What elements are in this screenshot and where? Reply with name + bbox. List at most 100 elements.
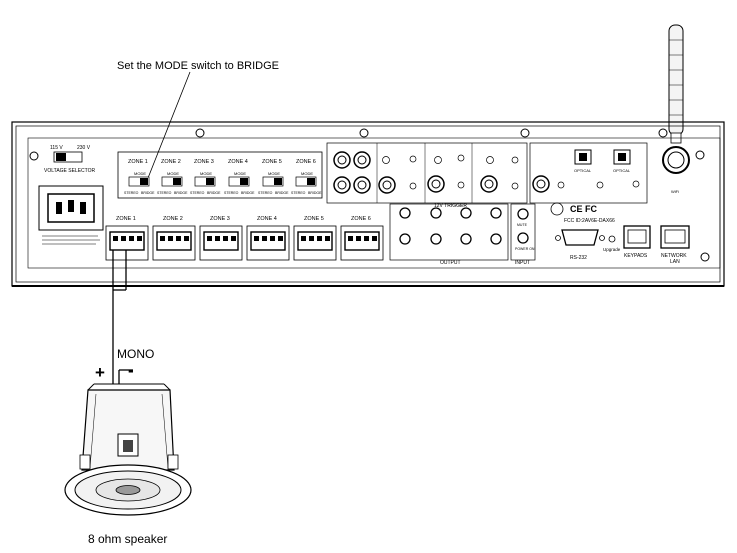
rca-input-block (326, 142, 528, 204)
wifi-antenna-connector[interactable]: WiFi (662, 146, 690, 194)
optical-input-block (529, 142, 648, 204)
voltage-230-label: 230 V (77, 145, 91, 151)
power-on-jack[interactable]: POWER ON (515, 232, 535, 251)
rca-jack[interactable] (353, 151, 371, 169)
wifi-label: WiFi (671, 189, 679, 194)
svg-text:BRIDGE: BRIDGE (141, 191, 155, 195)
svg-text:Upgrade: Upgrade (603, 247, 621, 252)
speaker-terminal-zone-1[interactable] (105, 225, 149, 261)
speaker-terminal-zone-3[interactable] (199, 225, 243, 261)
mode-zone-label-5: ZONE 5 (262, 159, 282, 165)
trigger-output-block: 12V TRIGGER OUTPUT (389, 203, 509, 266)
certification-marks: CE FC FCC ID:2AV6E-DAX66 (550, 202, 615, 224)
upgrade-button[interactable]: Upgrade (603, 235, 621, 252)
output-zone-label-5: ZONE 5 (304, 216, 324, 222)
mode-zone-label-4: ZONE 4 (228, 159, 248, 165)
rca-jack[interactable] (427, 175, 445, 193)
voltage-selector[interactable]: 115 V 230 V VOLTAGE SELECTOR (44, 145, 96, 174)
mode-zone-label-2: ZONE 2 (161, 159, 181, 165)
svg-text:OPTICAL: OPTICAL (613, 168, 631, 173)
callout-leader-line (147, 71, 191, 179)
mode-switch-zone-5[interactable]: MODE STEREO BRIDGE (258, 171, 289, 195)
network-lan-port[interactable]: NETWORK LAN (660, 225, 690, 265)
input-control-block: INPUT (510, 203, 536, 266)
trigger-jack[interactable] (430, 207, 442, 219)
svg-text:MODE: MODE (234, 171, 246, 176)
rca-jack[interactable] (333, 176, 351, 194)
mode-zone-label-3: ZONE 3 (194, 159, 214, 165)
svg-text:MODE: MODE (134, 171, 146, 176)
svg-text:MODE: MODE (268, 171, 280, 176)
output-zone-label-2: ZONE 2 (163, 216, 183, 222)
svg-text:MODE: MODE (167, 171, 179, 176)
mode-switch-zone-4[interactable]: MODE STEREO BRIDGE (224, 171, 255, 195)
rca-jack[interactable] (480, 175, 498, 193)
svg-text:STEREO: STEREO (190, 191, 205, 195)
wifi-antenna (668, 24, 684, 144)
svg-text:MODE: MODE (200, 171, 212, 176)
rs232-port[interactable]: RS-232 (555, 229, 605, 261)
speaker-wire (112, 250, 133, 384)
rca-jack[interactable] (532, 175, 550, 193)
optical-input-2[interactable]: OPTICAL (613, 149, 631, 173)
svg-text:KEYPADS: KEYPADS (624, 253, 648, 259)
trigger-jack[interactable] (460, 207, 472, 219)
svg-text:BRIDGE: BRIDGE (308, 191, 322, 195)
svg-text:OPTICAL: OPTICAL (574, 168, 592, 173)
mode-switch-zone-6[interactable]: MODE STEREO BRIDGE (291, 171, 322, 195)
speaker-terminal-zone-5[interactable] (293, 225, 337, 261)
svg-text:LAN: LAN (670, 259, 680, 265)
mute-jack[interactable]: MUTE (517, 208, 529, 227)
mode-zone-label-6: ZONE 6 (296, 159, 316, 165)
mono-label: MONO (117, 347, 155, 361)
keypads-port[interactable]: KEYPADS (623, 225, 651, 259)
callout-text: Set the MODE switch to BRIDGE (117, 60, 279, 72)
svg-text:MUTE: MUTE (517, 223, 528, 227)
trigger-jack[interactable] (490, 207, 502, 219)
trigger-jack[interactable] (490, 233, 502, 245)
svg-text:BRIDGE: BRIDGE (241, 191, 255, 195)
svg-text:NETWORK: NETWORK (661, 253, 687, 259)
fcc-id: FCC ID:2AV6E-DAX66 (564, 218, 615, 224)
speaker-terminal-zone-6[interactable] (340, 225, 384, 261)
mode-switch-zone-1[interactable]: MODE STEREO BRIDGE (124, 171, 155, 195)
trigger-label: 12V TRIGGER (434, 203, 467, 209)
speaker-terminal-zone-4[interactable] (246, 225, 290, 261)
svg-text:BRIDGE: BRIDGE (207, 191, 221, 195)
svg-text:BRIDGE: BRIDGE (275, 191, 289, 195)
mode-switch-panel (117, 151, 323, 199)
output-zone-label-6: ZONE 6 (351, 216, 371, 222)
trigger-jack[interactable] (460, 233, 472, 245)
rca-jack[interactable] (378, 176, 396, 194)
rca-jack[interactable] (353, 176, 371, 194)
svg-text:STEREO: STEREO (258, 191, 273, 195)
output-zone-label-3: ZONE 3 (210, 216, 230, 222)
svg-text:STEREO: STEREO (291, 191, 306, 195)
rca-jack[interactable] (333, 151, 351, 169)
voltage-selector-title: VOLTAGE SELECTOR (44, 168, 96, 174)
svg-text:RS-232: RS-232 (570, 255, 587, 261)
optical-input-1[interactable]: OPTICAL (574, 149, 592, 173)
positive-terminal-label: + (95, 363, 105, 382)
negative-terminal-label: - (128, 361, 134, 380)
output-label: OUTPUT (440, 260, 461, 266)
svg-text:STEREO: STEREO (157, 191, 172, 195)
trigger-jack[interactable] (399, 233, 411, 245)
mode-switch-zone-3[interactable]: MODE STEREO BRIDGE (190, 171, 221, 195)
mode-zone-label-1: ZONE 1 (128, 159, 148, 165)
input-label: INPUT (515, 260, 530, 266)
output-zone-label-1: ZONE 1 (116, 216, 136, 222)
voltage-115-label: 115 V (50, 145, 63, 151)
output-zone-label-4: ZONE 4 (257, 216, 277, 222)
svg-text:STEREO: STEREO (224, 191, 239, 195)
speaker-caption: 8 ohm speaker (88, 532, 168, 546)
ce-fc-marks: CE FC (570, 204, 598, 214)
svg-text:BRIDGE: BRIDGE (174, 191, 188, 195)
speaker-terminal-zone-2[interactable] (152, 225, 196, 261)
trigger-jack[interactable] (430, 233, 442, 245)
svg-text:STEREO: STEREO (124, 191, 139, 195)
trigger-jack[interactable] (399, 207, 411, 219)
mode-switch-zone-2[interactable]: MODE STEREO BRIDGE (157, 171, 188, 195)
ceiling-speaker (64, 383, 192, 516)
